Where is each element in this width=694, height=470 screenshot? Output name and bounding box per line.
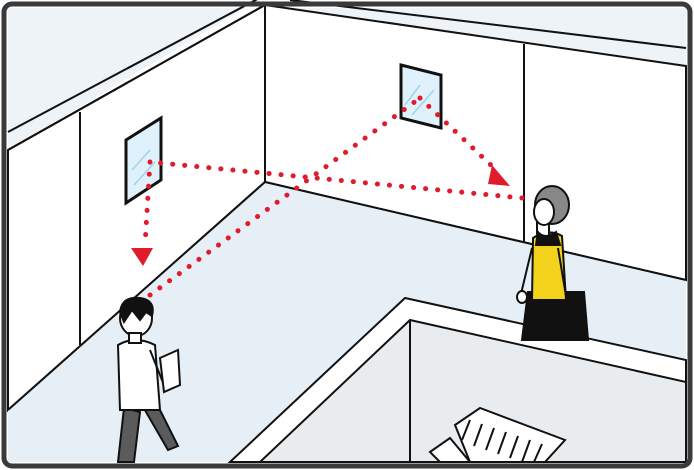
left-floor-edge: [7, 181, 266, 411]
man-figure: [116, 296, 182, 463]
floor: [8, 182, 686, 462]
arrow-head-to-woman: [488, 165, 510, 186]
path-man-to-right-mirror: [147, 95, 423, 298]
left-upper-wall: [8, 8, 245, 150]
arrow-head-to-man: [131, 248, 153, 266]
back-wall-top-edge: [289, 0, 687, 49]
basket-object: [428, 406, 567, 463]
path-right-mirror-to-woman: [417, 95, 497, 171]
woman-figure: [516, 185, 590, 341]
left-wall-top-edge: [7, 0, 258, 133]
left-wall-top-inner: [7, 4, 266, 151]
back-floor-edge: [264, 181, 687, 281]
left-mirror: [124, 115, 163, 206]
path-left-mirror-to-man: [142, 159, 153, 248]
path-woman-to-left-mirror: [147, 159, 525, 201]
sight-paths: [142, 95, 525, 298]
